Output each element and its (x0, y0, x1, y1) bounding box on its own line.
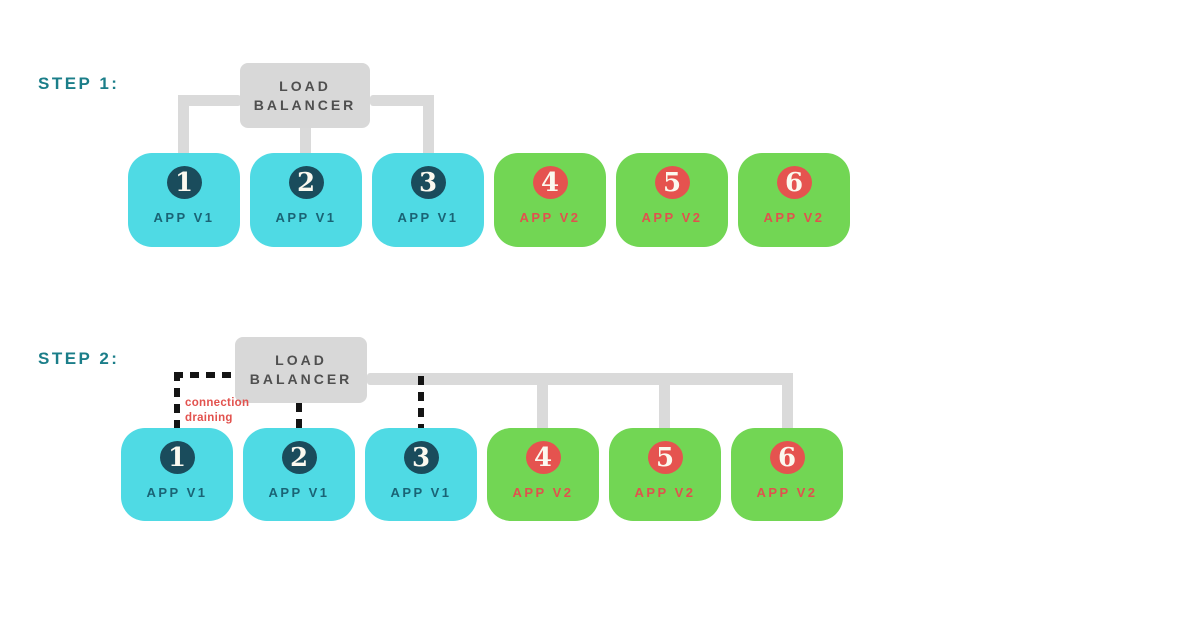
server-1-number: 1 (174, 167, 194, 198)
server-2-number-badge: 2 (288, 166, 324, 199)
connector-lb2-to-app5 (659, 385, 670, 428)
server-4-number-step2: 4 (533, 442, 553, 473)
server-3-app-label: APP V1 (397, 210, 459, 225)
load-balancer-step1: LOAD BALANCER (240, 63, 370, 128)
connector-lb2-main-horizontal (367, 373, 793, 385)
server-box-6-app-v2-step2: 6 APP V2 (731, 428, 843, 521)
connection-draining-note-line2: draining (185, 412, 233, 424)
load-balancer-step1-line2: BALANCER (253, 96, 357, 113)
server-box-2-app-v1-step2: 2 APP V1 (243, 428, 355, 521)
server-4-app-label: APP V2 (519, 210, 581, 225)
server-6-app-label-step2: APP V2 (756, 485, 818, 500)
connection-draining-note: connection draining (185, 396, 249, 426)
step-1-label: STEP 1: (38, 74, 120, 93)
server-box-6-app-v2: 6 APP V2 (738, 153, 850, 247)
server-3-number-step2: 3 (411, 442, 431, 473)
server-5-number-step2: 5 (655, 442, 675, 473)
server-2-app-label: APP V1 (275, 210, 337, 225)
connector-lb2-to-app4 (537, 385, 548, 428)
server-1-number-badge-step2: 1 (159, 441, 195, 474)
server-4-number-badge: 4 (532, 166, 568, 199)
dashed-connector-lb2-left-horizontal (174, 372, 235, 378)
server-1-app-label-step2: APP V1 (146, 485, 208, 500)
dashed-connector-lb2-to-app3 (418, 376, 424, 428)
server-box-4-app-v2-step2: 4 APP V2 (487, 428, 599, 521)
connector-lb1-left-horizontal (178, 95, 241, 106)
server-1-number-step2: 1 (167, 442, 187, 473)
server-6-app-label: APP V2 (763, 210, 825, 225)
server-6-number-badge: 6 (776, 166, 812, 199)
server-6-number: 6 (784, 167, 804, 198)
dashed-connector-lb2-to-app2 (296, 403, 302, 428)
server-2-number-badge-step2: 2 (281, 441, 317, 474)
server-5-number-badge-step2: 5 (647, 441, 683, 474)
server-box-5-app-v2-step2: 5 APP V2 (609, 428, 721, 521)
server-2-number-step2: 2 (289, 442, 309, 473)
server-4-number: 4 (540, 167, 560, 198)
server-1-number-badge: 1 (166, 166, 202, 199)
dashed-connector-lb2-to-app1 (174, 372, 180, 428)
load-balancer-step2-line1: LOAD (275, 352, 327, 368)
server-5-number-badge: 5 (654, 166, 690, 199)
server-box-1-app-v1-step2: 1 APP V1 (121, 428, 233, 521)
server-6-number-step2: 6 (777, 442, 797, 473)
load-balancer-step2: LOAD BALANCER (235, 337, 367, 403)
step-2-label: STEP 2: (38, 349, 120, 368)
connector-lb1-to-app1 (178, 95, 189, 153)
server-box-4-app-v2: 4 APP V2 (494, 153, 606, 247)
server-3-app-label-step2: APP V1 (390, 485, 452, 500)
connector-lb1-to-app3 (423, 95, 434, 153)
connector-lb2-to-app6 (782, 373, 793, 428)
server-box-2-app-v1: 2 APP V1 (250, 153, 362, 247)
server-box-3-app-v1: 3 APP V1 (372, 153, 484, 247)
server-box-1-app-v1: 1 APP V1 (128, 153, 240, 247)
server-3-number-badge: 3 (410, 166, 446, 199)
connector-lb1-to-app2 (300, 128, 311, 153)
server-box-3-app-v1-step2: 3 APP V1 (365, 428, 477, 521)
server-1-app-label: APP V1 (153, 210, 215, 225)
server-3-number: 3 (418, 167, 438, 198)
server-5-number: 5 (662, 167, 682, 198)
server-2-app-label-step2: APP V1 (268, 485, 330, 500)
server-5-app-label: APP V2 (641, 210, 703, 225)
server-3-number-badge-step2: 3 (403, 441, 439, 474)
server-4-number-badge-step2: 4 (525, 441, 561, 474)
server-5-app-label-step2: APP V2 (634, 485, 696, 500)
step-2-server-row: 1 APP V1 2 APP V1 3 APP V1 4 APP V2 5 AP… (121, 428, 843, 521)
server-6-number-badge-step2: 6 (769, 441, 805, 474)
step-1-server-row: 1 APP V1 2 APP V1 3 APP V1 4 APP V2 5 AP… (128, 153, 850, 247)
load-balancer-step2-line2: BALANCER (249, 371, 353, 387)
connector-lb1-right-horizontal (370, 95, 434, 106)
server-4-app-label-step2: APP V2 (512, 485, 574, 500)
connection-draining-note-line1: connection (185, 397, 250, 409)
load-balancer-step1-line1: LOAD (279, 77, 331, 94)
server-box-5-app-v2: 5 APP V2 (616, 153, 728, 247)
server-2-number: 2 (296, 167, 316, 198)
